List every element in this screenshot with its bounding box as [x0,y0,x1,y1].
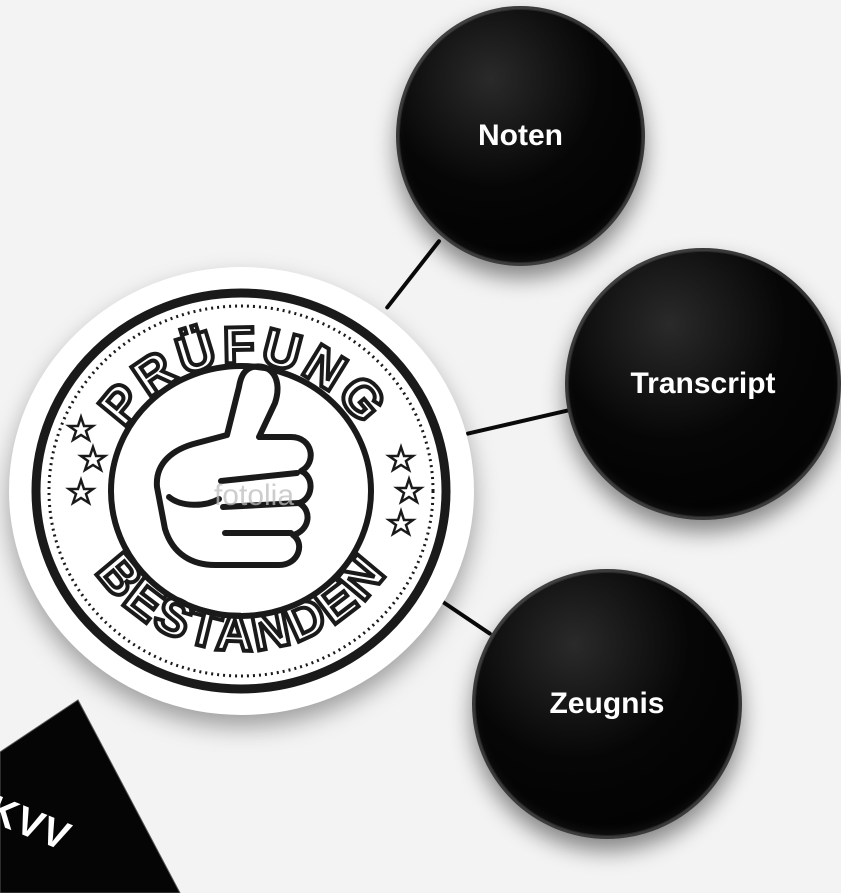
noten-node[interactable]: Noten [396,6,645,266]
noten-label: Noten [478,119,563,152]
kvv-corner-tab[interactable]: KVV [0,699,181,893]
connector-zeugnis [438,598,493,637]
star-icon [65,413,425,537]
zeugnis-label: Zeugnis [549,687,665,720]
transcript-label: Transcript [630,367,776,400]
connector-noten [384,238,442,311]
transcript-node[interactable]: Transcript [565,248,841,520]
watermark-text: fotolia [214,479,294,512]
connector-transcript [465,407,574,436]
pruefung-bestanden-seal: PRÜFUNG BESTANDEN fotolia [9,267,474,715]
thumbs-up-icon [153,363,314,568]
zeugnis-node[interactable]: Zeugnis [472,569,742,839]
